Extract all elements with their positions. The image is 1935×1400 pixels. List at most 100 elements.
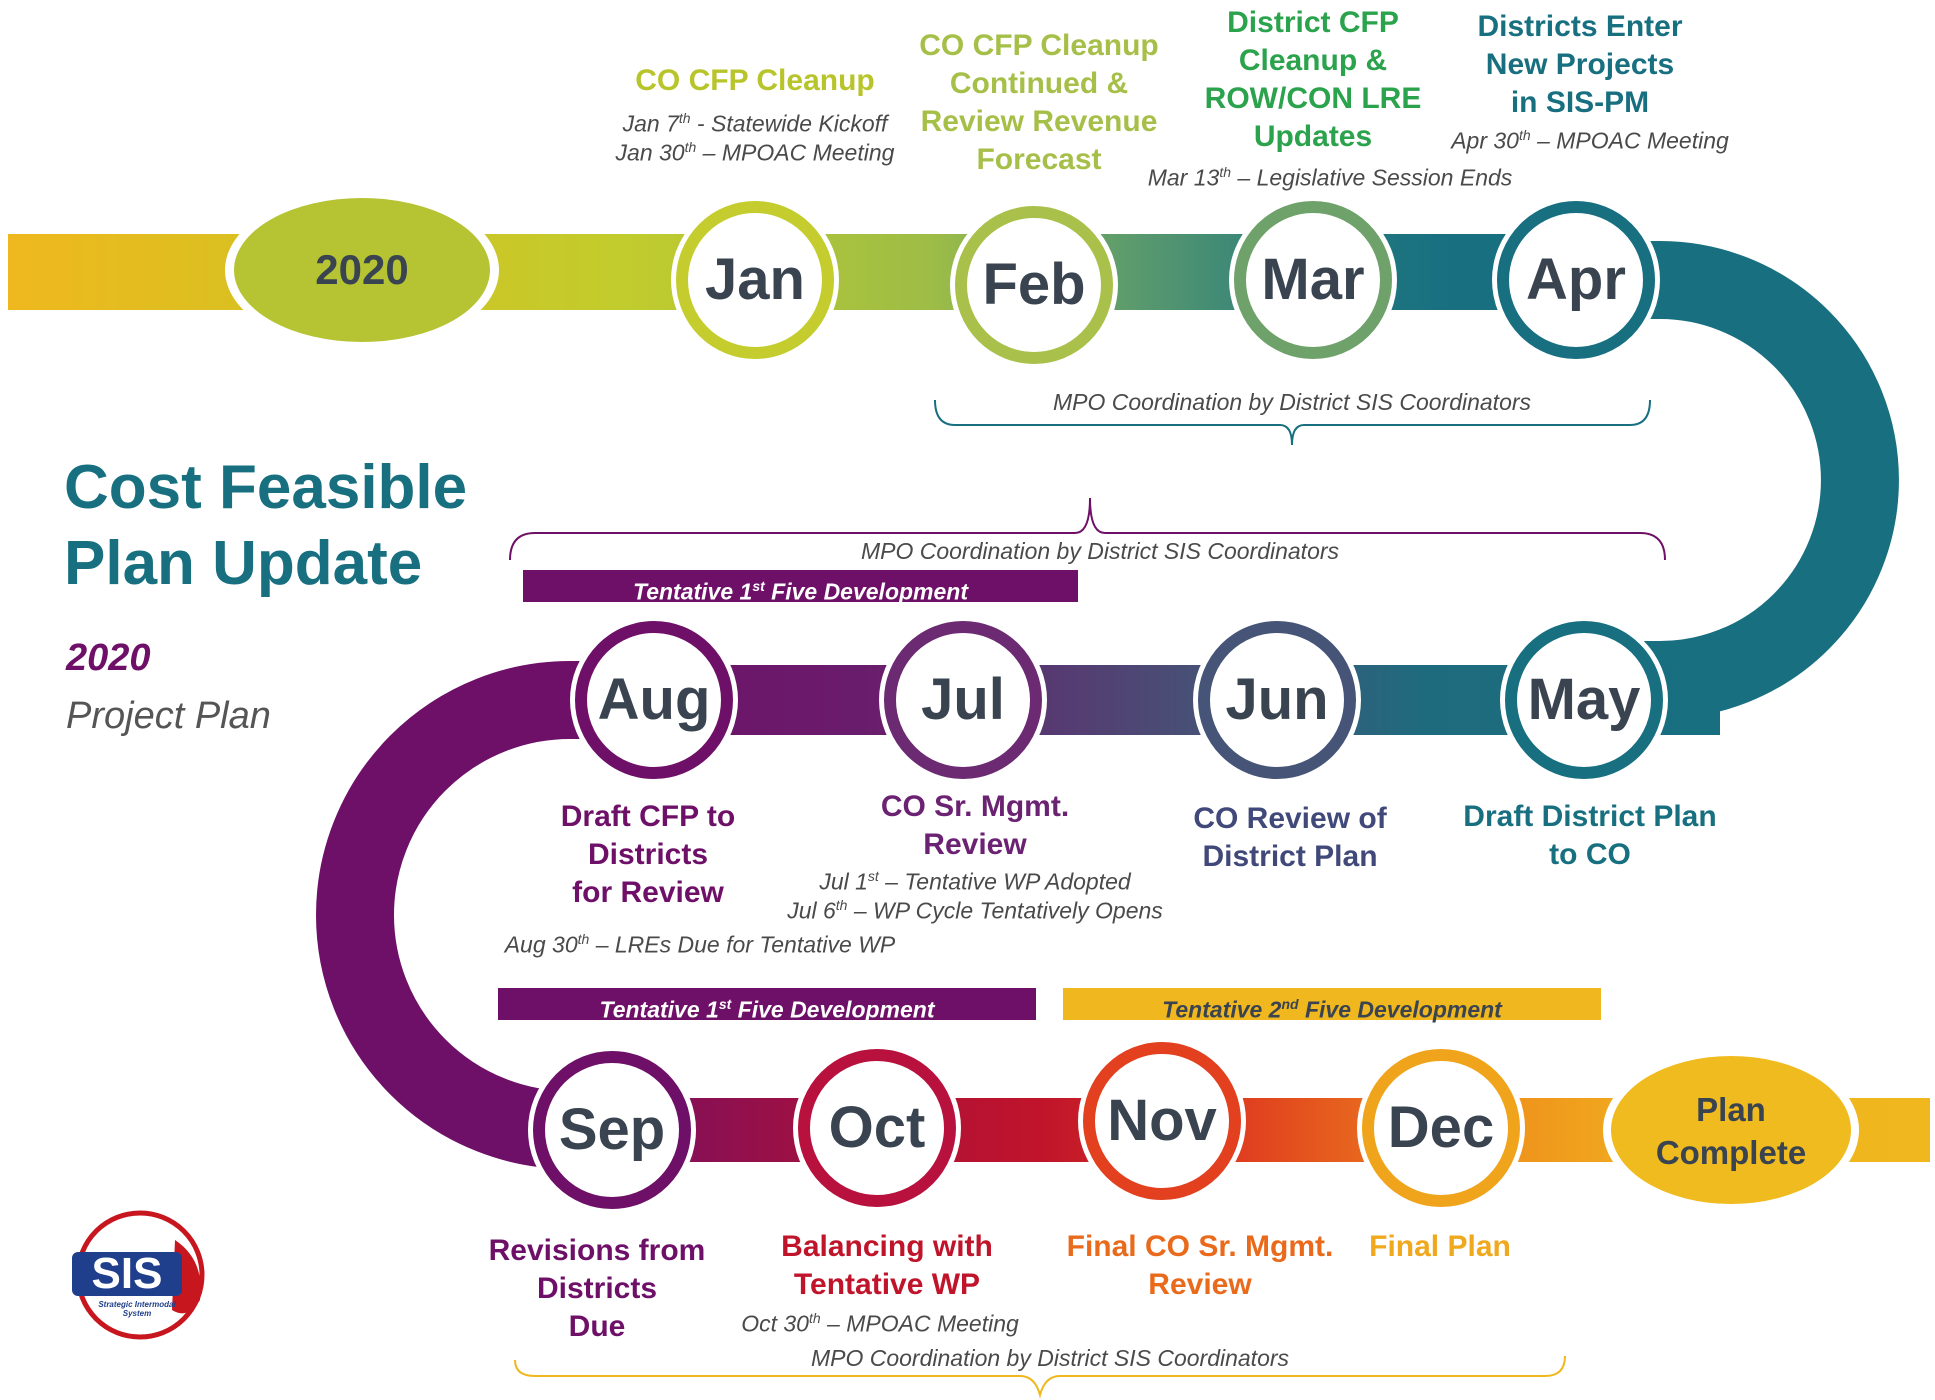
sis-logo-text: SIS [91, 1249, 163, 1298]
milestone-nov: Final CO Sr. Mgmt. Review [1040, 1228, 1360, 1304]
month-oct: Oct [828, 1095, 926, 1160]
milestone-jan: CO CFP Cleanup [595, 62, 915, 100]
banner-first-five-upper: Tentative 1st Five Development [523, 570, 1078, 605]
note-jan-mpoac: Jan 30th – MPOAC Meeting [615, 139, 895, 166]
milestone-jun-line2: District Plan [1202, 840, 1378, 873]
sis-logo-caption: Strategic Intermodal System [98, 1300, 176, 1318]
milestone-mar: District CFP Cleanup & ROW/CON LRE Updat… [1163, 4, 1463, 156]
milestone-mar-line1: District CFP [1227, 6, 1399, 39]
note-mar-session: Mar 13th – Legislative Session Ends [1147, 164, 1513, 191]
month-apr: Apr [1526, 247, 1626, 312]
end-ellipse [1611, 1056, 1851, 1204]
middle-bracket-label: MPO Coordination by District SIS Coordin… [860, 538, 1340, 564]
teal-curve [1580, 241, 1899, 719]
note-jul-adopted: Jul 1st – Tentative WP Adopted [819, 868, 1131, 895]
month-circle-dec [1357, 1044, 1525, 1212]
bottom-bracket [514, 1355, 1566, 1399]
milestone-feb-line4: Forecast [976, 143, 1102, 176]
milestone-feb-line3: Review Revenue [920, 105, 1158, 138]
month-circle-jul [879, 616, 1047, 784]
milestone-apr-line1: Districts Enter [1477, 10, 1683, 43]
milestone-may-line2: to CO [1549, 838, 1631, 871]
milestone-aug-line1: Draft CFP to [560, 800, 736, 833]
milestone-may: Draft District Plan to CO [1430, 798, 1750, 874]
milestone-oct-line1: Balancing with [781, 1230, 993, 1263]
milestone-feb: CO CFP Cleanup Continued & Review Revenu… [889, 27, 1189, 179]
sis-logo [72, 1210, 205, 1340]
milestone-dec-line1: Final Plan [1369, 1230, 1511, 1263]
month-circle-nov [1078, 1037, 1246, 1205]
milestone-jun-line1: CO Review of [1193, 802, 1387, 835]
note-jan-kickoff: Jan 7th - Statewide Kickoff [622, 110, 888, 137]
milestone-sep-line3: Due [568, 1310, 626, 1343]
milestone-mar-line4: Updates [1253, 120, 1373, 153]
milestone-jul-line1: CO Sr. Mgmt. [880, 790, 1070, 823]
note-jul-opens: Jul 6th – WP Cycle Tentatively Opens [787, 897, 1163, 924]
subtitle-label: Project Plan [66, 695, 271, 737]
month-aug: Aug [597, 667, 711, 732]
month-circle-apr [1492, 196, 1660, 364]
milestone-aug-line3: for Review [572, 876, 724, 909]
milestone-mar-line2: Cleanup & [1238, 44, 1388, 77]
middle-bracket [509, 497, 1666, 561]
milestone-sep-line2: Districts [536, 1272, 658, 1305]
month-circle-jun [1193, 616, 1361, 784]
month-may: May [1527, 667, 1641, 732]
milestone-jul: CO Sr. Mgmt. Review [825, 788, 1125, 864]
milestone-mar-line3: ROW/CON LRE [1204, 82, 1422, 115]
milestone-dec: Final Plan [1300, 1228, 1580, 1266]
month-circle-mar [1229, 196, 1397, 364]
milestone-aug: Draft CFP to Districts for Review [498, 798, 798, 912]
milestone-feb-line2: Continued & [949, 67, 1129, 100]
month-jun: Jun [1225, 667, 1329, 732]
plan-complete-label: Plan Complete [1611, 1088, 1851, 1174]
page-title-line2: Plan Update [64, 529, 423, 598]
milestone-nov-line1: Final CO Sr. Mgmt. [1066, 1230, 1334, 1263]
note-oct-mpoac: Oct 30th – MPOAC Meeting [741, 1310, 1019, 1337]
milestone-apr: Districts Enter New Projects in SIS-PM [1430, 8, 1730, 122]
plan-complete-line1: Plan [1696, 1091, 1766, 1128]
milestone-apr-line2: New Projects [1485, 48, 1675, 81]
milestone-sep-line1: Revisions from [488, 1234, 706, 1267]
month-circle-may [1500, 616, 1668, 784]
milestone-jul-line2: Review [923, 828, 1027, 861]
month-circle-feb [950, 201, 1118, 369]
milestone-oct-line2: Tentative WP [793, 1268, 981, 1301]
month-circle-sep [528, 1046, 696, 1214]
plan-complete-line2: Complete [1655, 1134, 1807, 1171]
milestone-sep: Revisions from Districts Due [447, 1232, 747, 1346]
purple-curve [316, 661, 620, 1169]
month-circle-aug [570, 616, 738, 784]
start-year-label: 2020 [315, 246, 409, 293]
milestone-aug-line2: Districts [587, 838, 709, 871]
month-sep: Sep [558, 1097, 666, 1162]
banner-first-five-lower: Tentative 1st Five Development [498, 988, 1036, 1023]
banner-second-five: Tentative 2nd Five Development [1063, 988, 1601, 1023]
subtitle-year: 2020 [66, 637, 151, 679]
page-title: Cost Feasible Plan Update [64, 450, 524, 602]
page-title-line1: Cost Feasible [64, 453, 468, 522]
milestone-jun: CO Review of District Plan [1140, 800, 1440, 876]
top-bracket [934, 399, 1651, 446]
bottom-bracket-label: MPO Coordination by District SIS Coordin… [810, 1345, 1290, 1371]
start-ellipse [234, 198, 490, 342]
month-dec: Dec [1387, 1095, 1495, 1160]
month-circle-jan [671, 196, 839, 364]
milestone-oct: Balancing with Tentative WP [737, 1228, 1037, 1304]
milestone-nov-line2: Review [1148, 1268, 1252, 1301]
milestone-jan-line1: CO CFP Cleanup [635, 64, 875, 97]
milestone-may-line1: Draft District Plan [1463, 800, 1717, 833]
milestone-apr-line3: in SIS-PM [1510, 86, 1650, 119]
milestone-feb-line1: CO CFP Cleanup [919, 29, 1159, 62]
month-nov: Nov [1107, 1088, 1217, 1153]
note-apr-mpoac: Apr 30th – MPOAC Meeting [1451, 127, 1729, 154]
month-circle-oct [793, 1044, 961, 1212]
note-aug-lres: Aug 30th – LREs Due for Tentative WP [504, 931, 896, 958]
month-jan: Jan [705, 247, 805, 312]
month-feb: Feb [982, 252, 1086, 317]
top-bracket-label: MPO Coordination by District SIS Coordin… [1052, 389, 1532, 415]
month-mar: Mar [1261, 247, 1365, 312]
month-jul: Jul [921, 667, 1005, 732]
